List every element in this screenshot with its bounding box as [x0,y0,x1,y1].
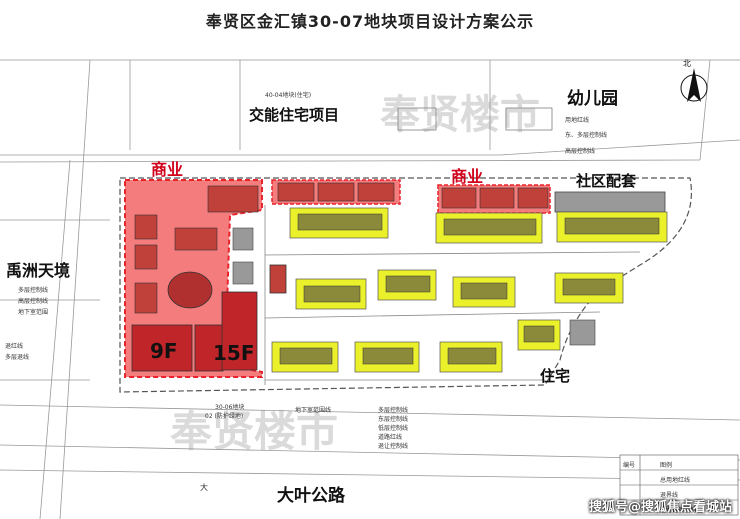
building-15f [221,291,258,371]
label-community: 社区配套 [576,172,637,190]
label-residential: 住宅 [540,367,571,385]
watermark-bottom: 奉贤楼市 [170,407,339,456]
left-note-5: 多层退线 [5,354,30,361]
legend-b5: 退让控制线 [378,443,409,450]
table-header-legend: 图例 [660,462,673,469]
left-note-1: 多层控制线 [18,287,49,294]
road-letter: 大 [200,483,208,492]
note-road-top: 40-04地块(住宅) [265,92,312,99]
label-9f: 9F [150,339,178,363]
table-header-no: 编号 [623,462,636,469]
page-title: 奉贤区金汇镇30-07地块项目设计方案公示 [205,12,535,31]
plaza-oval [167,271,213,309]
note-underground: 地下室范围线 [295,407,332,414]
legend-2: 东、多层控制线 [565,132,608,139]
note-road-mid: 30-06地块 [215,404,245,411]
building-15f-base [194,324,224,372]
legend-b2: 东层控制线 [378,416,409,423]
table-row-1: 总用地红线 [660,477,691,484]
label-jiaoneng: 交能住宅项目 [249,106,340,124]
note-road-mid2: 02 (防护绿地) [205,413,244,420]
legend-3: 高层控制线 [565,148,596,155]
table-row-2: 退界线 [660,492,679,499]
north-label: 北 [683,59,691,68]
label-yuzhou: 禹洲天境 [6,261,71,280]
north-arrow-icon [680,68,708,102]
label-kindergarten: 幼儿园 [567,89,618,109]
community-facility [554,191,666,213]
left-note-2: 高层控制线 [18,298,49,305]
legend-b3: 低层控制线 [378,425,409,432]
label-commercial-right: 商业 [451,167,484,186]
commercial-small [269,264,287,294]
legend-b4: 道路红线 [378,434,403,441]
label-15f: 15F [213,341,255,365]
legend-1: 用地红线 [565,117,590,124]
left-note-4: 退红线 [5,343,24,350]
table-row-3: 道路建筑控制线 [660,507,703,514]
label-road: 大叶公路 [277,486,345,506]
source-credit: 搜狐号@搜狐焦点看城站 [588,500,732,515]
building-9f [131,324,193,372]
watermark-top: 奉贤楼市 [380,92,540,138]
label-commercial-left: 商业 [151,160,184,179]
legend-b1: 多层控制线 [378,407,409,414]
left-note-3: 地下室范围 [18,309,49,316]
